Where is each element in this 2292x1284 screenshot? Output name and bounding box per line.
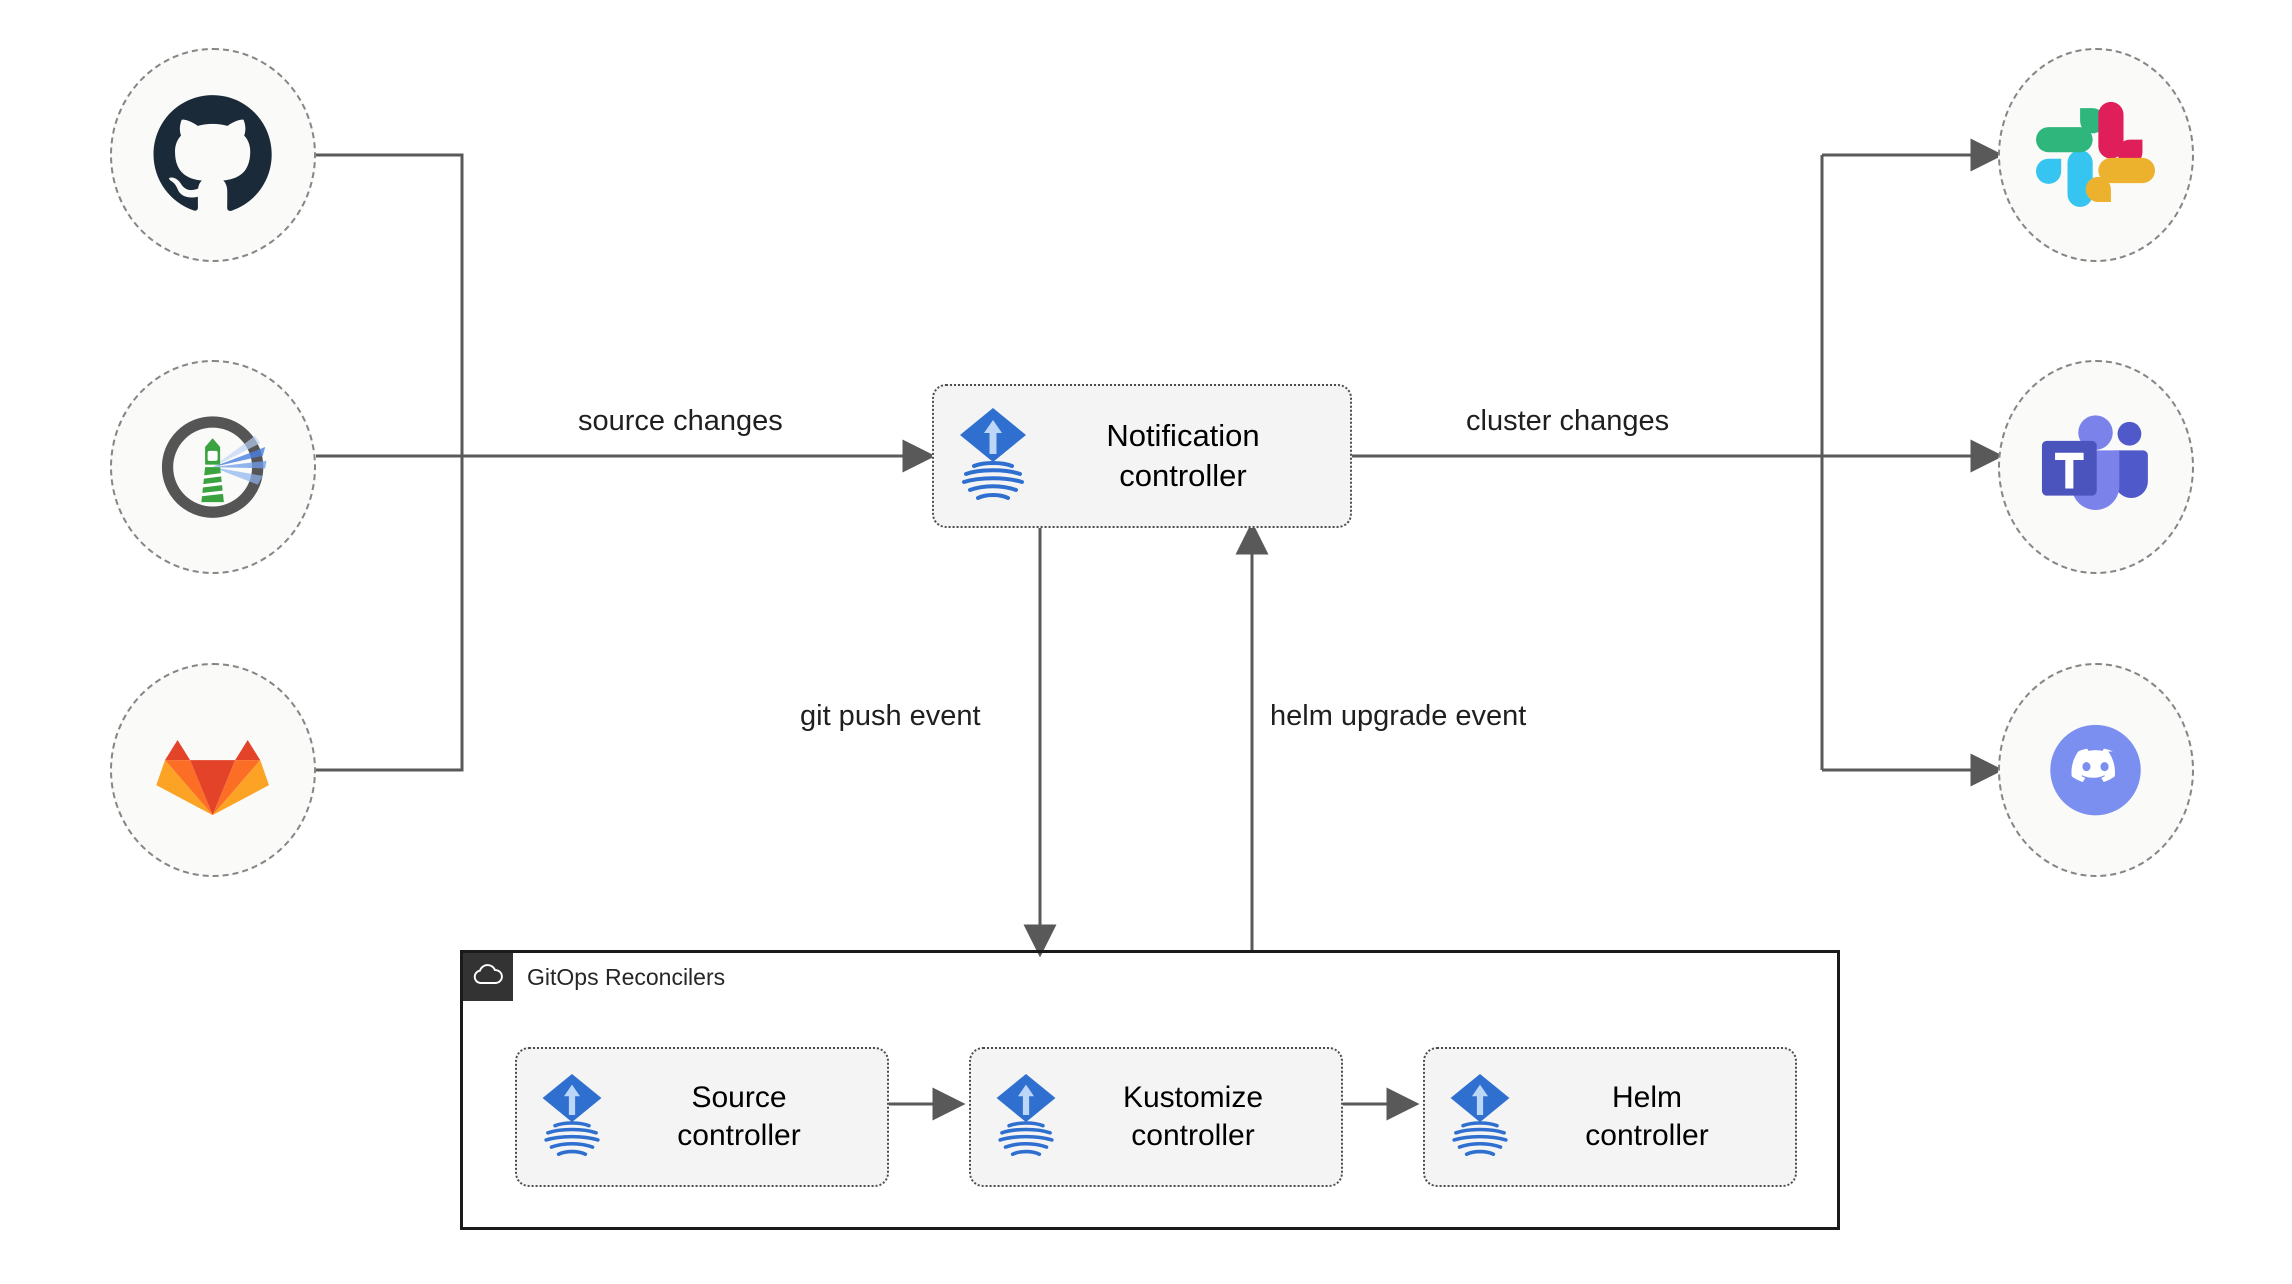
flux-logo-icon — [539, 1070, 605, 1165]
cloud-icon — [472, 963, 504, 992]
source-node-gitlab[interactable] — [110, 663, 316, 877]
reconciler-label-helm: Helm controller — [1585, 1080, 1709, 1152]
gitops-container-title: GitOps Reconcilers — [527, 964, 726, 990]
reconciler-box-helm[interactable]: Helm controller — [1423, 1047, 1797, 1187]
flux-logo-icon — [1447, 1070, 1513, 1165]
notification-controller-box[interactable]: Notification controller — [932, 384, 1352, 528]
reconciler-box-kustomize[interactable]: Kustomize controller — [969, 1047, 1343, 1187]
provider-node-discord[interactable] — [1998, 663, 2194, 877]
slack-icon — [2036, 90, 2156, 220]
edge-label-git-push-event: git push event — [800, 700, 981, 732]
notification-controller-label: Notification controller — [1106, 418, 1260, 493]
reconciler-label-kustomize: Kustomize controller — [1122, 1080, 1264, 1152]
provider-node-slack[interactable] — [1998, 48, 2194, 262]
provider-node-teams[interactable] — [1998, 360, 2194, 574]
flux-logo-icon — [956, 404, 1030, 509]
gitops-tab — [463, 953, 513, 1001]
edge-label-helm-upgrade-event: helm upgrade event — [1270, 700, 1527, 732]
github-icon — [150, 90, 275, 220]
source-node-flux[interactable] — [110, 360, 316, 574]
edge-github-trunk — [316, 153, 464, 456]
edge-label-cluster-changes: cluster changes — [1466, 405, 1670, 437]
microsoft-teams-icon — [2036, 402, 2155, 532]
gitops-reconcilers-container[interactable]: GitOps Reconcilers Source controller — [460, 950, 1840, 1230]
gitlab-icon — [150, 705, 275, 835]
source-node-github[interactable] — [110, 48, 316, 262]
edge-gitlab-trunk — [316, 456, 464, 772]
reconciler-box-source[interactable]: Source controller — [515, 1047, 889, 1187]
reconciler-label-source: Source controller — [677, 1080, 801, 1152]
discord-icon — [2036, 705, 2155, 835]
flux-logo-icon — [993, 1070, 1059, 1165]
flux-lighthouse-icon — [150, 402, 275, 532]
edge-label-source-changes: source changes — [578, 405, 783, 437]
